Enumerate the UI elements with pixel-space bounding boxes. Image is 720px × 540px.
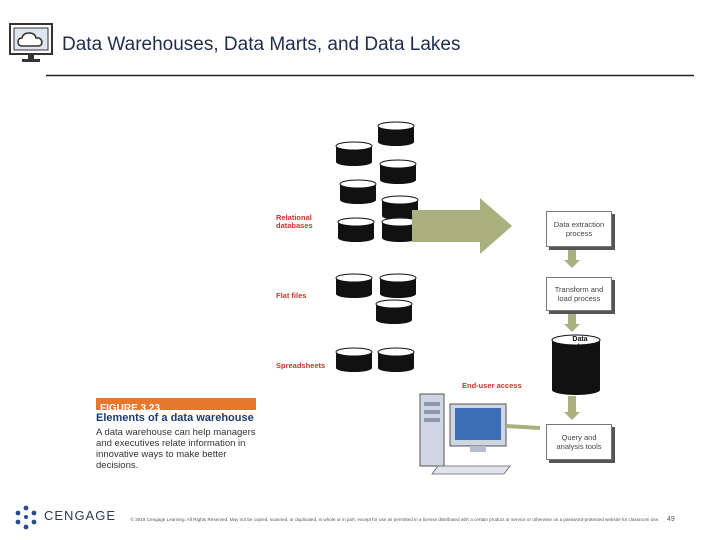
query-analysis-box: Query and analysis tools: [546, 424, 612, 460]
data-warehouse-label: Data warehouse: [561, 336, 599, 351]
figure-number-banner: FIGURE 3.23: [96, 398, 256, 414]
cengage-logo-icon: [15, 505, 37, 530]
title-divider: [46, 74, 694, 77]
data-extraction-box: Data extraction process: [546, 211, 612, 247]
label-relational-databases: Relational databases: [276, 213, 313, 230]
cengage-brand: CENGAGE: [44, 508, 117, 523]
data-warehouse-cylinder: [551, 334, 601, 395]
process-arrows: [564, 248, 580, 420]
data-warehouse-diagram: [335, 121, 601, 475]
figure-description: A data warehouse can help managers and e…: [96, 427, 256, 471]
label-end-user-access: End-user access: [462, 381, 522, 390]
flow-arrow: [412, 198, 512, 254]
computer-icon: [419, 393, 541, 475]
flat-file-cylinders: [335, 273, 417, 325]
cloud-monitor-icon: [9, 23, 53, 62]
spreadsheet-cylinders: [335, 347, 415, 373]
label-flat-files: Flat files: [276, 291, 307, 300]
figure-number: FIGURE 3.23: [100, 403, 161, 414]
copyright-notice: © 2018 Cengage Learning. All Rights Rese…: [130, 517, 660, 522]
relational-database-cylinders: [335, 121, 419, 243]
page-title: Data Warehouses, Data Marts, and Data La…: [62, 34, 461, 55]
page-number: 49: [667, 516, 675, 523]
label-spreadsheets: Spreadsheets: [276, 361, 326, 370]
transform-load-box: Transform and load process: [546, 277, 612, 311]
figure-title: Elements of a data warehouse: [96, 412, 254, 424]
